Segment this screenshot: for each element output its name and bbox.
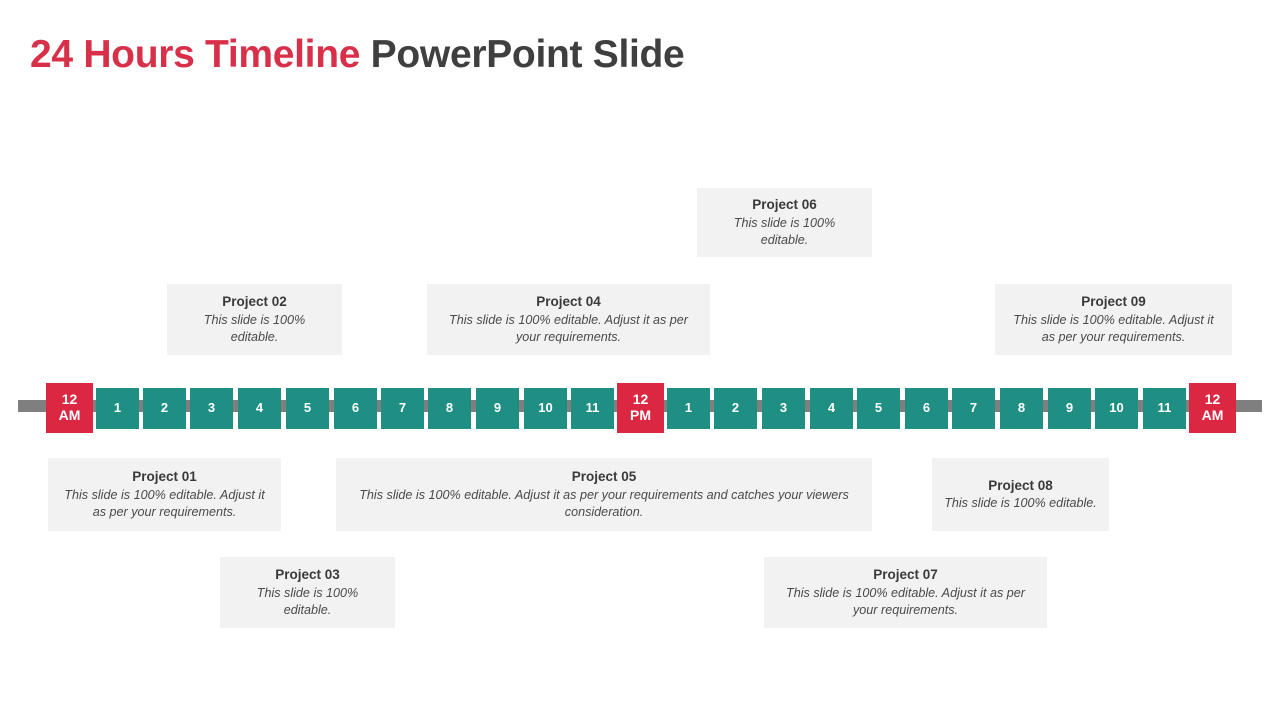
marker-line-2: PM xyxy=(630,407,651,423)
project-card-title: Project 05 xyxy=(571,469,637,485)
project-card-title: Project 09 xyxy=(1081,294,1146,310)
project-card-title: Project 06 xyxy=(752,197,817,213)
project-card-03[interactable]: Project 03 This slide is 100% editable. xyxy=(220,557,395,628)
project-card-title: Project 02 xyxy=(222,294,287,310)
marker-line-2: AM xyxy=(58,407,81,423)
project-card-body: This slide is 100% editable. Adjust it a… xyxy=(786,585,1025,617)
project-card-body: This slide is 100% editable. Adjust it a… xyxy=(449,312,688,344)
project-card-04[interactable]: Project 04 This slide is 100% editable. A… xyxy=(427,284,710,355)
page-title-plain: PowerPoint Slide xyxy=(360,33,685,76)
project-card-title: Project 07 xyxy=(873,567,938,583)
project-card-body: This slide is 100% editable. Adjust it a… xyxy=(359,487,849,519)
timeline-hour-block[interactable]: 4 xyxy=(810,388,853,429)
timeline-hour-block[interactable]: 7 xyxy=(381,388,424,429)
timeline-hour-block[interactable]: 8 xyxy=(428,388,471,429)
project-card-body: This slide is 100% editable. xyxy=(733,215,836,247)
timeline-hour-block[interactable]: 10 xyxy=(524,388,567,429)
page-title: 24 Hours Timeline PowerPoint Slide xyxy=(30,33,685,78)
timeline-hour-block[interactable]: 6 xyxy=(334,388,377,429)
timeline-hour-block[interactable]: 9 xyxy=(476,388,519,429)
timeline-hour-block[interactable]: 8 xyxy=(1000,388,1043,429)
project-card-07[interactable]: Project 07 This slide is 100% editable. A… xyxy=(764,557,1047,628)
timeline-hour-block[interactable]: 2 xyxy=(714,388,757,429)
timeline-hour-block[interactable]: 2 xyxy=(143,388,186,429)
timeline-hour-block[interactable]: 3 xyxy=(762,388,805,429)
timeline-hour-block[interactable]: 10 xyxy=(1095,388,1138,429)
project-card-02[interactable]: Project 02 This slide is 100% editable. xyxy=(167,284,342,355)
project-card-body: This slide is 100% editable. Adjust it a… xyxy=(1013,312,1214,344)
project-card-06[interactable]: Project 06 This slide is 100% editable. xyxy=(697,188,872,257)
marker-line-2: AM xyxy=(1201,407,1224,423)
project-card-title: Project 03 xyxy=(275,567,340,583)
project-card-05[interactable]: Project 05 This slide is 100% editable. A… xyxy=(336,458,872,531)
marker-line-1: 12 xyxy=(61,391,78,408)
project-card-title: Project 08 xyxy=(988,477,1053,493)
timeline-hour-block[interactable]: 5 xyxy=(286,388,329,429)
page-title-accent: 24 Hours Timeline xyxy=(30,33,361,76)
project-card-08[interactable]: Project 08 This slide is 100% editable. xyxy=(932,458,1109,531)
timeline-hour-block[interactable]: 1 xyxy=(667,388,710,429)
marker-line-1: 12 xyxy=(632,391,649,408)
project-card-body: This slide is 100% editable. xyxy=(203,312,306,344)
timeline-hour-block[interactable]: 9 xyxy=(1048,388,1091,429)
project-card-body: This slide is 100% editable. xyxy=(944,496,1097,511)
project-card-title: Project 01 xyxy=(132,469,197,485)
project-card-01[interactable]: Project 01 This slide is 100% editable. A… xyxy=(48,458,281,531)
timeline-hour-block[interactable]: 7 xyxy=(952,388,995,429)
timeline-hour-block[interactable]: 11 xyxy=(571,388,614,429)
marker-line-1: 12 xyxy=(1204,391,1221,408)
timeline-hour-block[interactable]: 4 xyxy=(238,388,281,429)
timeline-hour-block[interactable]: 3 xyxy=(190,388,233,429)
timeline-hour-block[interactable]: 1 xyxy=(96,388,139,429)
project-card-body: This slide is 100% editable. xyxy=(256,585,359,617)
project-card-body: This slide is 100% editable. Adjust it a… xyxy=(64,487,265,519)
timeline-hour-block[interactable]: 11 xyxy=(1143,388,1186,429)
timeline-hour-block[interactable]: 5 xyxy=(857,388,900,429)
project-card-title: Project 04 xyxy=(536,294,601,310)
timeline-hour-block[interactable]: 6 xyxy=(905,388,948,429)
project-card-09[interactable]: Project 09 This slide is 100% editable. A… xyxy=(995,284,1232,355)
